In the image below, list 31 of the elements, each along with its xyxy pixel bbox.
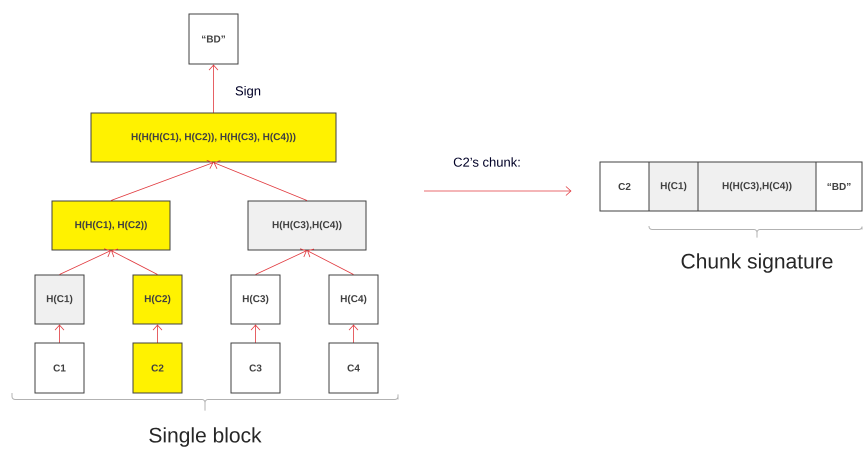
hash-box: H(H(H(C1), H(C2)), H(H(C3), H(C4))) (90, 112, 336, 162)
edge-label: C2’s chunk: (454, 157, 520, 167)
arrow (424, 186, 572, 196)
arrow (54, 324, 64, 343)
arrow (250, 324, 260, 343)
hash-box: “BD” (188, 14, 238, 64)
arrow (214, 160, 308, 201)
arrow (208, 64, 218, 113)
arrow (110, 160, 214, 201)
hash-box: H(C3) (230, 274, 280, 324)
bracket-label: Chunk signature (682, 253, 832, 273)
arrow (59, 248, 111, 275)
hash-box: C4 (328, 342, 378, 394)
hash-box: C3 (230, 342, 280, 394)
hash-box: H(C2) (132, 274, 182, 324)
edge-label: Sign (236, 86, 260, 98)
hash-box: C2 (132, 342, 182, 394)
hash-box: H(H(C3),H(C4)) (248, 200, 366, 250)
hash-box: H(H(C1), H(C2)) (52, 200, 170, 250)
hash-box: H(C1) (34, 274, 84, 324)
chunk-cell: H(C1) (648, 162, 698, 212)
hash-box: H(C4) (328, 274, 378, 324)
bracket-label: Single block (149, 427, 262, 447)
arrow (307, 248, 354, 275)
chunk-cell: C2 (600, 162, 650, 212)
arrow (152, 324, 162, 343)
arrow (111, 248, 158, 275)
arrow (255, 248, 307, 275)
hash-box: C1 (34, 342, 84, 394)
arrow (348, 324, 358, 343)
chunk-cell: “BD” (816, 162, 862, 212)
